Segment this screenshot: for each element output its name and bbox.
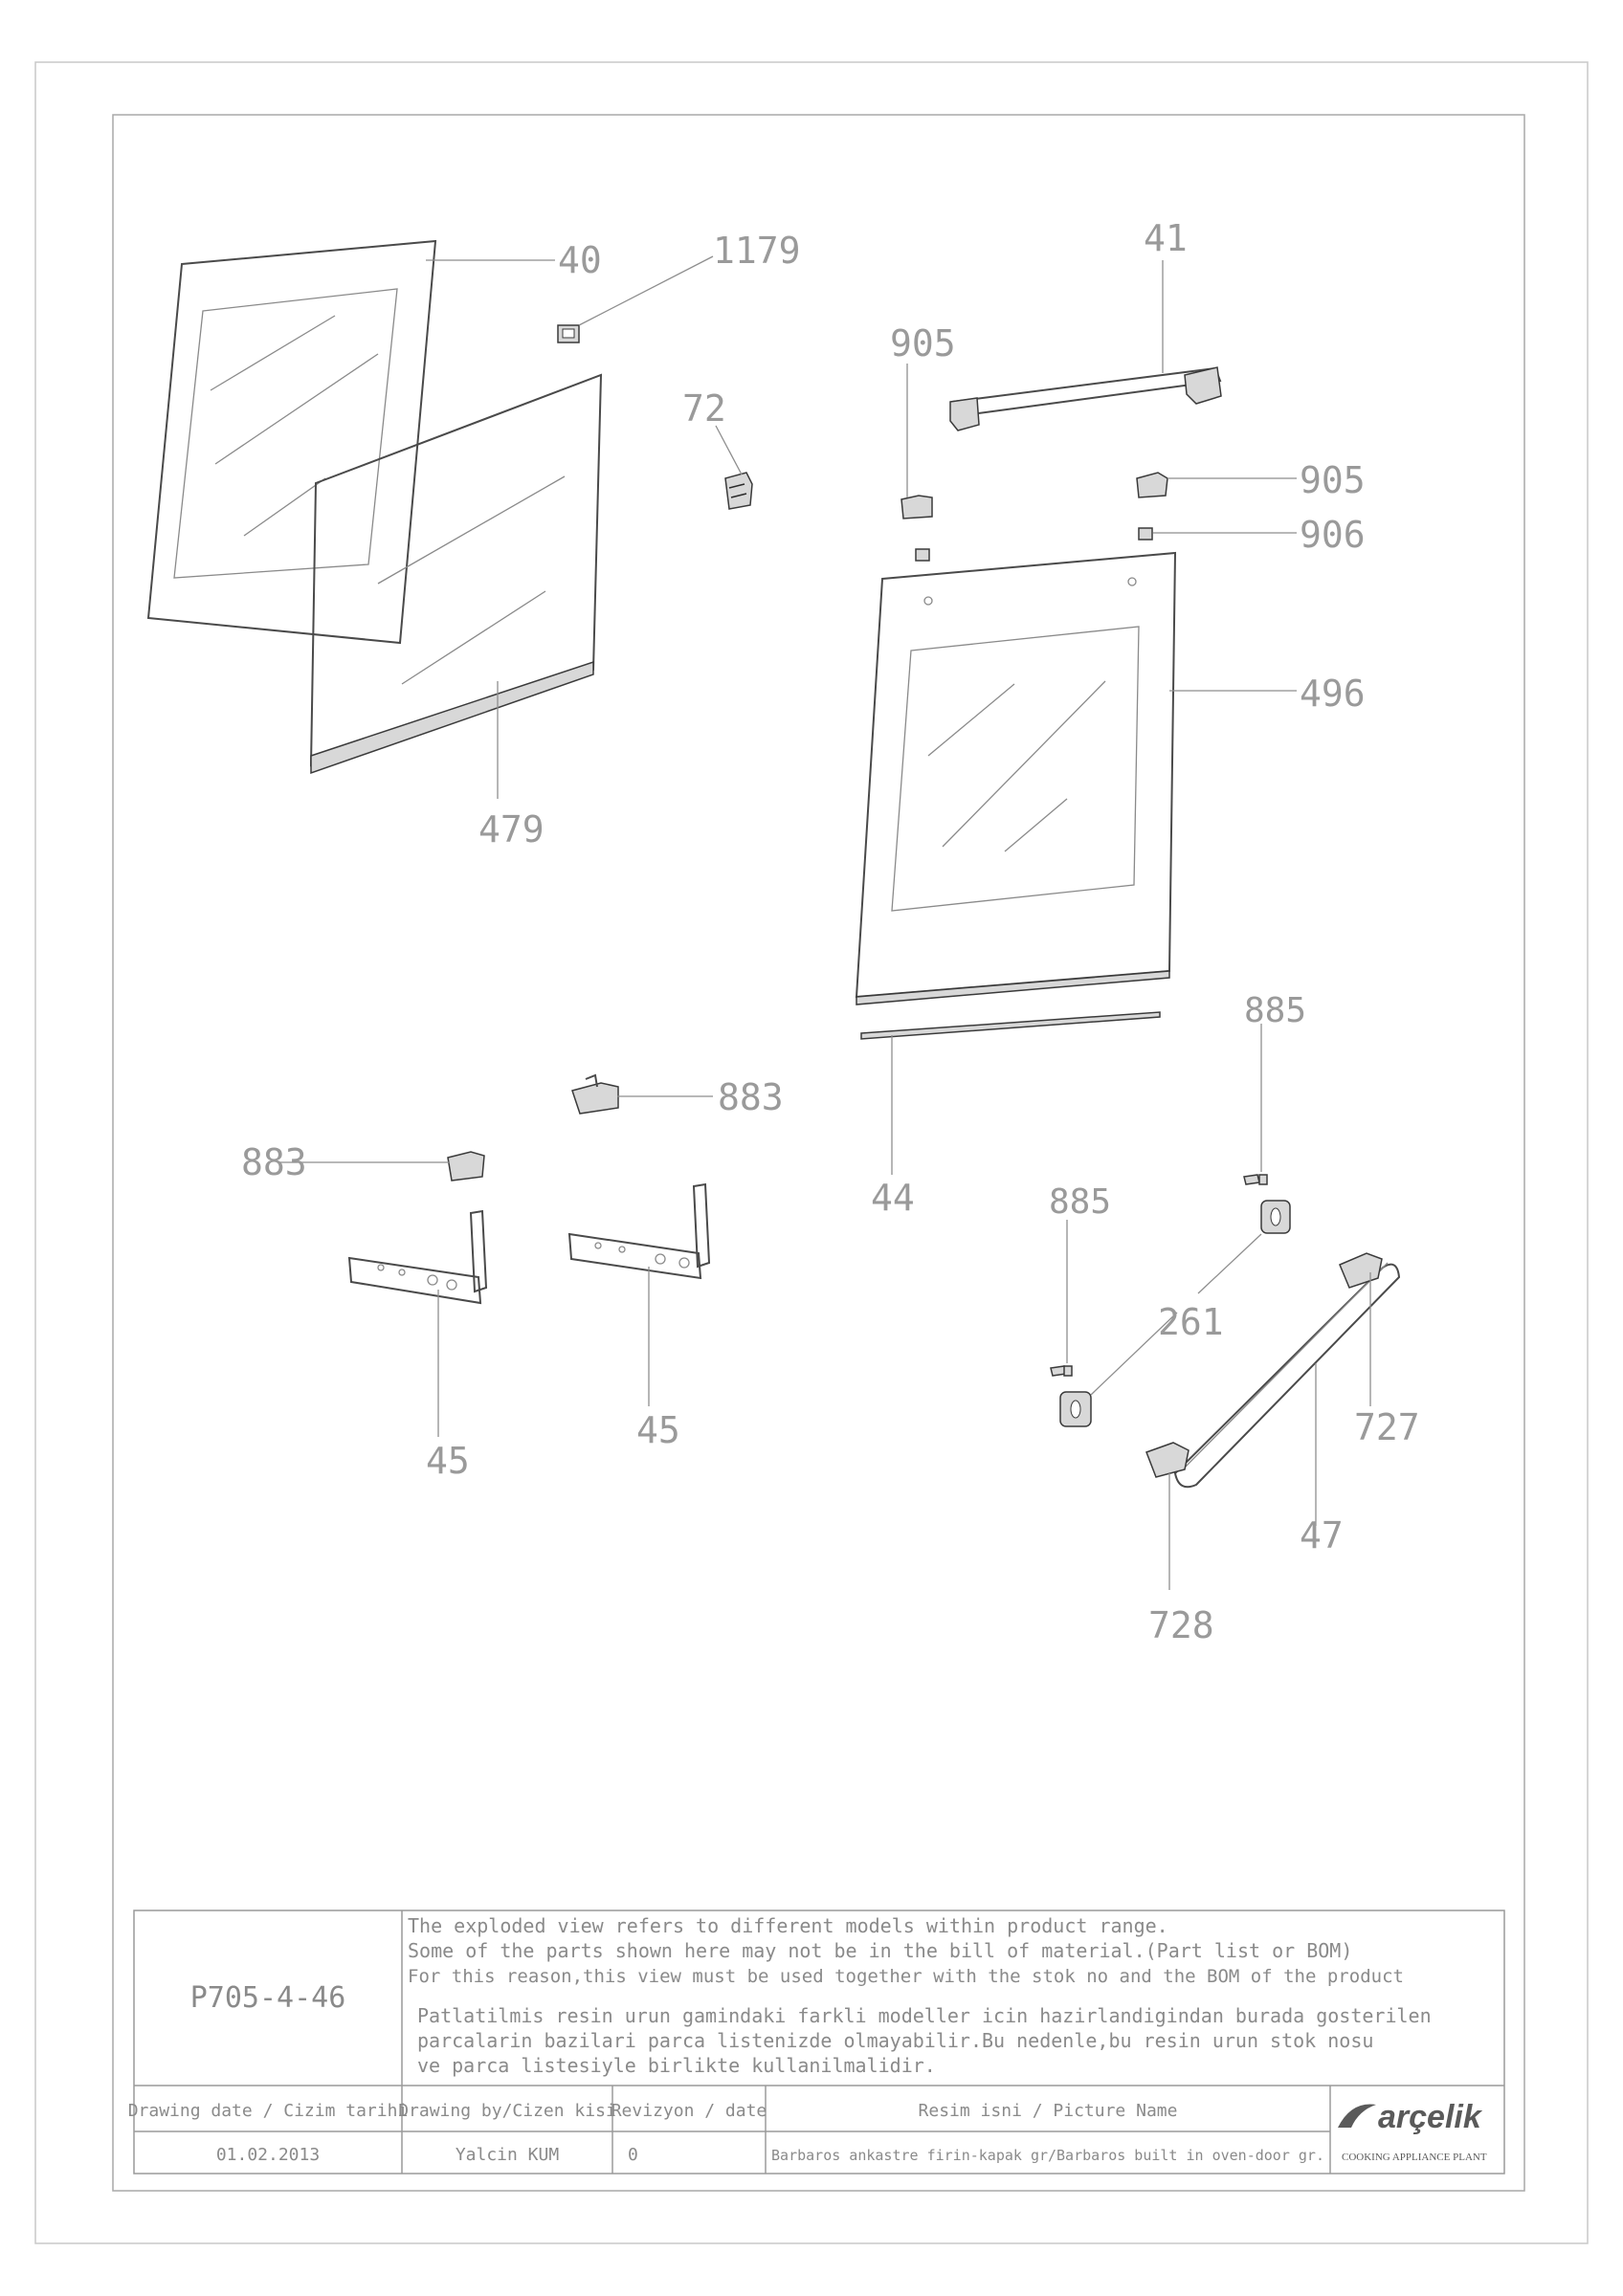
picture-name-label: Resim isni / Picture Name xyxy=(919,2101,1178,2121)
brand-subtitle: COOKING APPLIANCE PLANT xyxy=(1342,2152,1487,2163)
part-905-right-clip xyxy=(1136,472,1297,498)
label-part-40: 40 xyxy=(558,239,602,281)
label-part-885-upper: 885 xyxy=(1244,991,1306,1030)
brand-name: arçelik xyxy=(1378,2099,1483,2135)
label-part-44: 44 xyxy=(871,1177,915,1219)
part-906-small-clip xyxy=(915,527,1297,562)
drawing-date-value: 01.02.2013 xyxy=(216,2145,320,2165)
part-261-upper-washer xyxy=(1197,1200,1291,1294)
part-1179-clip xyxy=(557,255,714,343)
label-part-45-left: 45 xyxy=(426,1440,470,1482)
part-47-handle xyxy=(1173,1262,1401,1526)
part-727-handle-end xyxy=(1339,1252,1383,1406)
label-part-479: 479 xyxy=(478,808,545,850)
note-tr-line-3: ve parca listesiyle birlikte kullanilmal… xyxy=(417,2054,936,2077)
label-part-261: 261 xyxy=(1158,1301,1224,1343)
brand-logo: arçelik COOKING APPLIANCE PLANT xyxy=(1338,2099,1487,2163)
title-block: P705-4-46 The exploded view refers to di… xyxy=(128,1910,1505,2175)
label-part-905-right: 905 xyxy=(1300,459,1366,501)
part-261-lower-washer xyxy=(1059,1312,1178,1427)
label-part-1179: 1179 xyxy=(713,230,801,272)
part-883-upper-bracket xyxy=(571,1073,713,1115)
revision-value: 0 xyxy=(628,2145,638,2165)
note-en-line-2: Some of the parts shown here may not be … xyxy=(408,1939,1352,1962)
part-45-left-hinge xyxy=(347,1209,488,1437)
part-72-bracket xyxy=(715,425,753,510)
note-tr-line-1: Patlatilmis resin urun gamindaki farkli … xyxy=(417,2004,1432,2027)
label-part-906: 906 xyxy=(1300,514,1366,556)
label-part-47: 47 xyxy=(1300,1514,1344,1556)
revision-label: Revizyon / date xyxy=(611,2101,767,2121)
label-part-885-lower: 885 xyxy=(1049,1182,1111,1222)
part-905-left-clip xyxy=(900,364,933,519)
brand-swoosh-icon xyxy=(1338,2104,1376,2128)
label-part-883-upper: 883 xyxy=(718,1076,784,1118)
label-part-883-left: 883 xyxy=(241,1141,307,1183)
drawing-by-label: Drawing by/Cizen kisi xyxy=(398,2101,616,2121)
label-part-41: 41 xyxy=(1144,217,1188,259)
drawing-number: P705-4-46 xyxy=(190,1981,346,2015)
part-44-strip xyxy=(860,1011,1161,1175)
label-part-496: 496 xyxy=(1300,673,1366,715)
drawing-by-value: Yalcin KUM xyxy=(456,2145,560,2165)
outer-border xyxy=(34,61,1589,2244)
part-45-right-hinge xyxy=(567,1182,711,1406)
label-part-728: 728 xyxy=(1148,1604,1214,1646)
note-tr-line-2: parcalarin bazilari parca listenizde olm… xyxy=(417,2029,1373,2052)
part-728-handle-end xyxy=(1145,1442,1189,1590)
part-40-outer-glass xyxy=(146,239,555,645)
label-part-45-right: 45 xyxy=(636,1409,680,1451)
note-en-line-3: For this reason,this view must be used t… xyxy=(408,1966,1404,1987)
drawing-date-label: Drawing date / Cizim tarihi xyxy=(128,2101,409,2121)
picture-name-value: Barbaros ankastre firin-kapak gr/Barbaro… xyxy=(771,2147,1324,2164)
part-479-inner-glass xyxy=(309,373,603,799)
label-part-72: 72 xyxy=(682,387,726,430)
label-part-905-left: 905 xyxy=(890,322,956,364)
part-883-left-bracket xyxy=(278,1151,485,1181)
part-496-door-panel xyxy=(855,551,1297,1005)
part-41-top-profile xyxy=(949,260,1222,431)
inner-border xyxy=(112,114,1525,2192)
label-part-727: 727 xyxy=(1354,1406,1420,1448)
part-885-lower-screw xyxy=(1050,1220,1073,1377)
part-885-upper-screw xyxy=(1243,1024,1268,1185)
note-en-line-1: The exploded view refers to different mo… xyxy=(408,1914,1168,1937)
